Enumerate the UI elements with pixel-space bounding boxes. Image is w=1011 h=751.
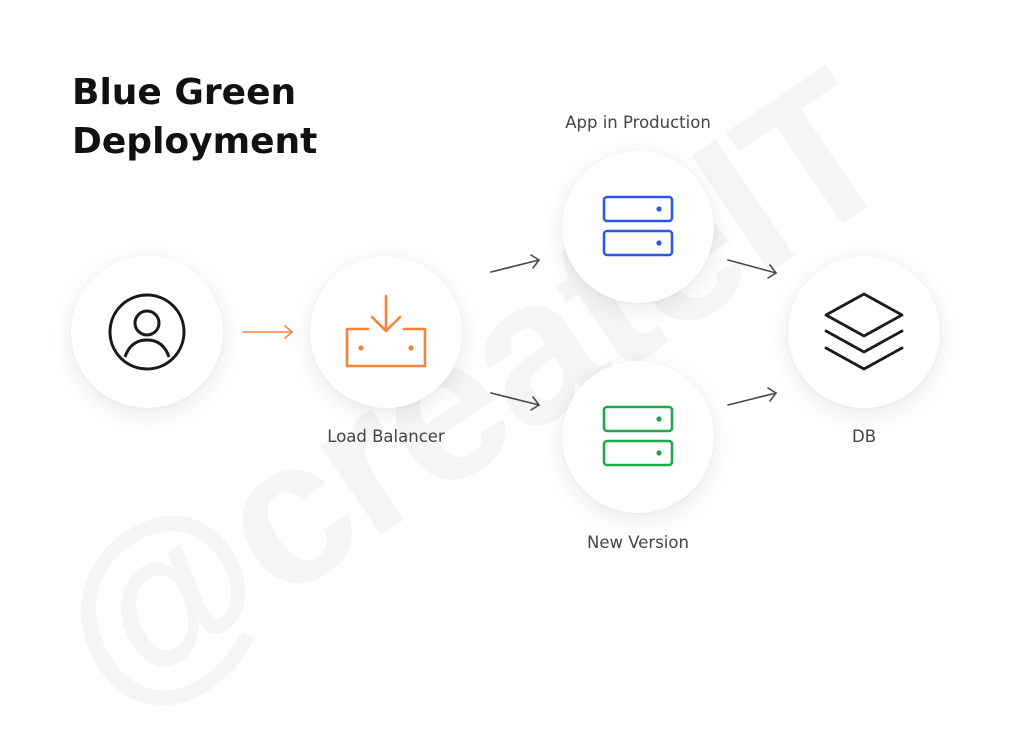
production-node <box>562 151 714 303</box>
arrow-lb-to-production <box>490 254 540 273</box>
server-icon <box>602 195 674 257</box>
title-line-2: Deployment <box>72 121 318 162</box>
new-version-label: New Version <box>587 533 689 552</box>
user-icon <box>108 293 186 371</box>
production-label: App in Production <box>565 113 711 132</box>
new-version-node <box>562 361 714 513</box>
arrow-user-to-lb <box>242 325 293 339</box>
db-label: DB <box>851 427 877 446</box>
download-tray-icon <box>345 294 427 368</box>
load-balancer-node <box>310 256 462 408</box>
page-title: Blue Green Deployment <box>72 68 317 166</box>
arrow-new-version-to-db <box>727 387 777 406</box>
connection-arrows <box>242 254 777 411</box>
arrow-lb-to-new-version <box>490 392 540 411</box>
title-line-1: Blue Green <box>72 72 297 113</box>
user-node <box>71 256 223 408</box>
load-balancer-label: Load Balancer <box>327 427 445 446</box>
server-icon <box>602 405 674 467</box>
db-node <box>788 256 940 408</box>
layers-icon <box>824 292 904 371</box>
arrow-production-to-db <box>727 259 777 279</box>
